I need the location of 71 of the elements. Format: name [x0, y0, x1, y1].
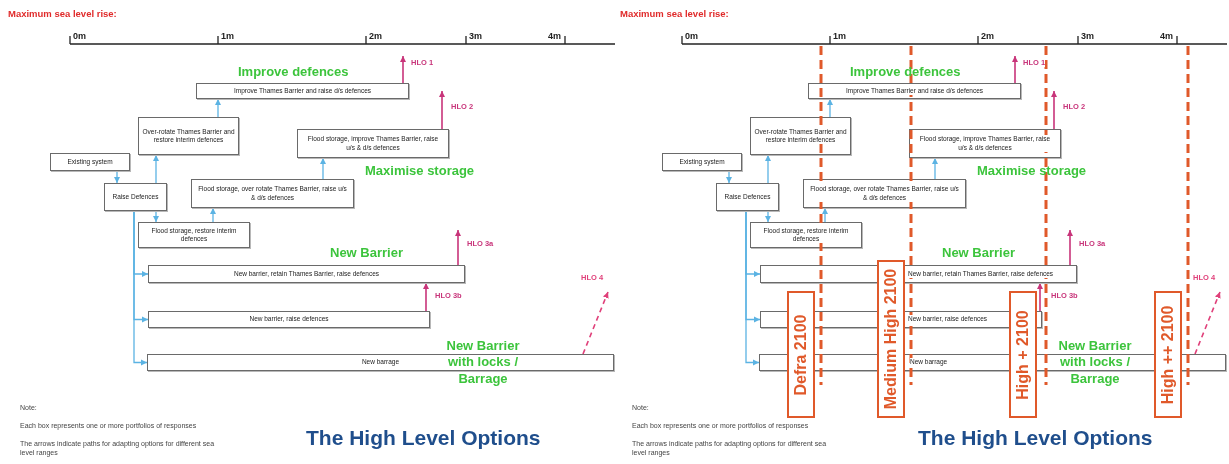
option-box	[750, 117, 851, 155]
option-box	[148, 311, 430, 328]
arrow	[455, 229, 461, 266]
option-box	[803, 179, 966, 208]
slide-title: The High Level Options	[918, 425, 1153, 451]
group-label: New Barrier with locks / Barrage	[445, 338, 521, 387]
arrow	[822, 207, 828, 223]
arrow	[210, 207, 216, 223]
arrow	[133, 210, 148, 366]
option-box	[662, 153, 742, 171]
group-label: Maximise storage	[977, 163, 1087, 180]
option-box	[196, 83, 409, 99]
arrow	[423, 282, 429, 312]
tick-label: 2m	[369, 31, 382, 43]
scenario-label: Medium High 2100	[882, 268, 900, 410]
tick-label: 1m	[221, 31, 234, 43]
scenario-label: Defra 2100	[792, 314, 810, 395]
tick-label: 4m	[1160, 31, 1173, 43]
arrow	[1067, 229, 1073, 266]
slide-title: The High Level Options	[306, 425, 541, 451]
scenario-box	[1009, 291, 1037, 418]
option-box	[138, 117, 239, 155]
tick-label: 3m	[469, 31, 482, 43]
group-label: New Barrier with locks / Barrage	[1057, 338, 1133, 387]
option-box	[297, 129, 449, 158]
option-box	[147, 354, 614, 371]
option-box	[104, 183, 167, 211]
tick-label: 3m	[1081, 31, 1094, 43]
tick-label: 2m	[981, 31, 994, 43]
arrow	[1037, 282, 1043, 312]
group-label: Maximise storage	[365, 163, 475, 180]
group-label: Improve defences	[238, 64, 349, 81]
arrow	[932, 157, 938, 180]
arrow	[827, 98, 833, 118]
tick-label: 1m	[833, 31, 846, 43]
option-box	[191, 179, 354, 208]
arrow	[153, 154, 159, 184]
arrow	[153, 210, 159, 223]
option-box	[750, 222, 862, 248]
group-label: Improve defences	[850, 64, 961, 81]
tick-label: 0m	[685, 31, 698, 43]
option-box	[716, 183, 779, 211]
arrow	[215, 98, 221, 118]
option-box	[808, 83, 1021, 99]
option-box	[909, 129, 1061, 158]
arrow	[765, 210, 771, 223]
scenario-box	[787, 291, 815, 418]
arrow	[745, 210, 760, 366]
scenario-label: High ++ 2100	[1159, 305, 1177, 404]
arrow	[765, 154, 771, 184]
arrow	[439, 90, 445, 130]
group-label: New Barrier	[942, 245, 1015, 262]
scenario-label: High + 2100	[1014, 309, 1032, 400]
scenario-box	[1154, 291, 1182, 418]
arrow	[114, 170, 120, 184]
option-box	[50, 153, 130, 171]
scenario-box	[877, 260, 905, 418]
arrow	[726, 170, 732, 184]
tick-label: 4m	[548, 31, 561, 43]
group-label: New Barrier	[330, 245, 403, 262]
arrow	[1194, 291, 1221, 355]
arrow	[320, 157, 326, 180]
arrow	[1012, 55, 1018, 84]
tick-label: 0m	[73, 31, 86, 43]
arrow	[400, 55, 406, 84]
axis-title: Maximum sea level rise:	[620, 8, 729, 20]
axis-title: Maximum sea level rise:	[8, 8, 117, 20]
option-box	[138, 222, 250, 248]
arrow	[1051, 90, 1057, 130]
arrow	[582, 291, 609, 355]
option-box	[148, 265, 465, 283]
